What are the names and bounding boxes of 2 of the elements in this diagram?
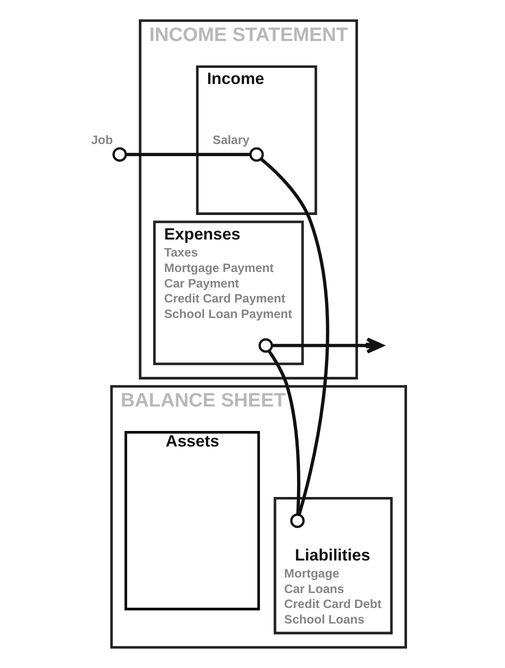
node-label: Salary xyxy=(212,132,250,147)
node-label: Job xyxy=(91,132,113,147)
